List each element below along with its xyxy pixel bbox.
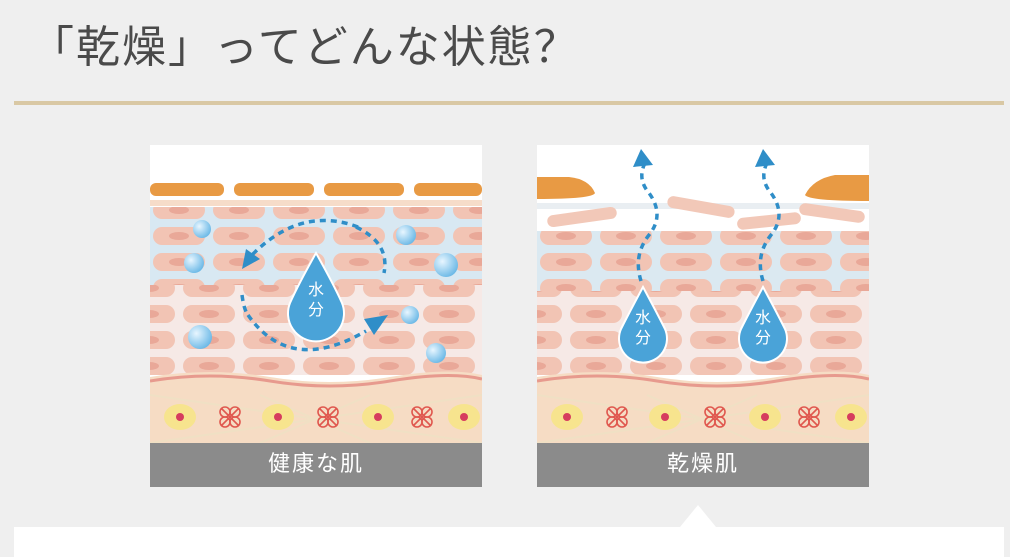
healthy-skin-panel: 水 分 健康な肌 [150,145,482,487]
title-divider [14,101,1004,105]
dry-drop-right-text-2: 分 [755,328,771,347]
callout-box [14,527,1004,557]
dry-skin-panel: 水 分 水 分 乾燥肌 [537,145,869,487]
dry-drop-left-text-2: 分 [635,328,651,347]
page-title: 「乾燥」ってどんな状態？ [30,22,580,73]
dry-skin-illustration: 水 分 水 分 [537,145,869,443]
healthy-drop-text-1: 水 [308,280,324,299]
healthy-skin-label: 健康な肌 [150,443,482,487]
healthy-skin-illustration: 水 分 [150,145,482,443]
dry-drop-left-text-1: 水 [635,308,651,327]
healthy-drop-text-2: 分 [308,300,324,319]
dry-drop-right-text-1: 水 [755,308,771,327]
callout-pointer [680,505,716,527]
dry-skin-label: 乾燥肌 [537,443,869,487]
